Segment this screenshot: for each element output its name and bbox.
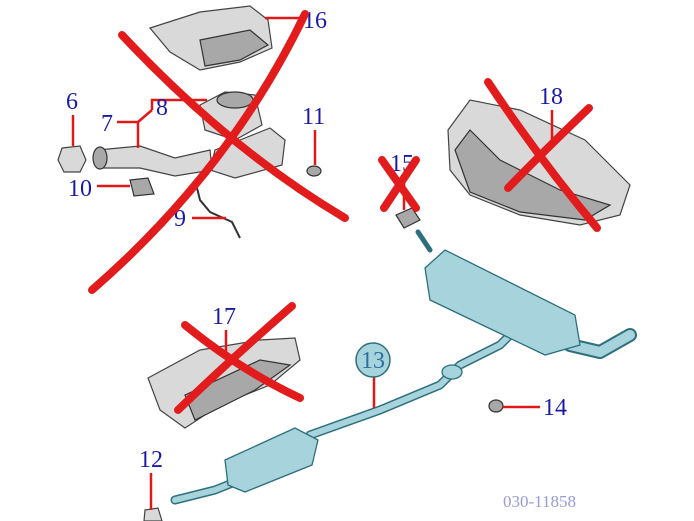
clamp-12 [143,507,163,521]
callout-11: 11 [302,104,325,130]
front-pipe-7 [92,145,213,177]
clamp-10 [129,177,155,197]
callout-17: 17 [212,304,236,330]
oxygen-sensor-9 [194,179,241,239]
bracket-15 [395,207,421,229]
callout-14: 14 [543,395,567,421]
callout-18: 18 [539,84,563,110]
nut-11 [306,165,322,177]
exhaust-system-13 [170,229,637,505]
callout-13-bubble: 13 [355,342,391,378]
gasket-6 [57,145,87,173]
callout-9: 9 [174,206,186,232]
callout-7: 7 [101,111,113,137]
reference-code: 030-11858 [503,492,576,511]
callout-13: 13 [361,348,385,374]
callout-10: 10 [68,176,92,202]
clamp-14 [488,399,504,413]
callout-8: 8 [156,95,168,121]
heat-shield-18 [447,99,631,226]
callout-6: 6 [66,89,78,115]
heat-shield-16 [148,5,273,71]
cross-out-marks [88,10,601,414]
leader-lines [71,16,554,510]
callout-12: 12 [139,447,163,473]
